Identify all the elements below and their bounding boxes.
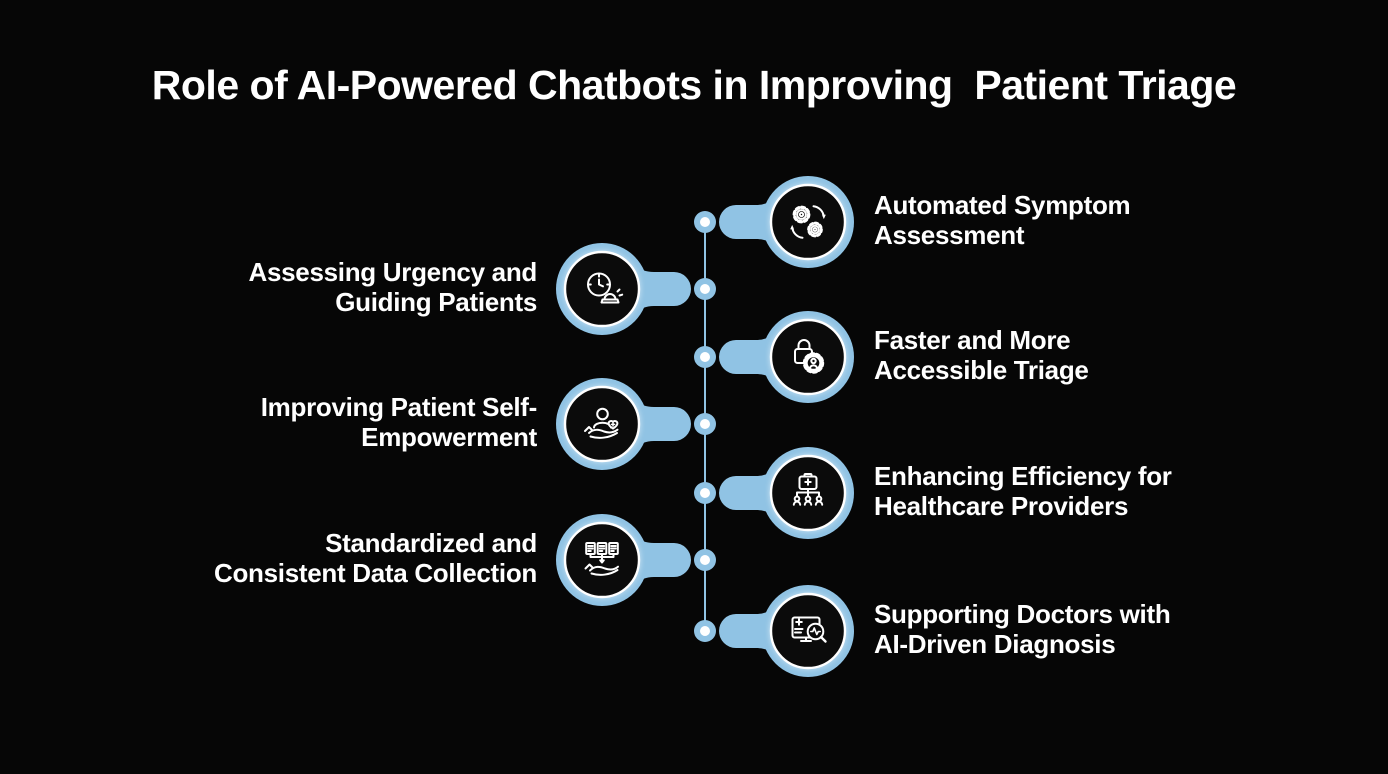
- timeline-node: [694, 413, 716, 435]
- icon-ring: [769, 183, 847, 261]
- badge-core: [769, 183, 847, 261]
- item-badge: [719, 447, 854, 539]
- item-label: Enhancing Efficiency for Healthcare Prov…: [874, 462, 1344, 521]
- item-label-line1: Enhancing Efficiency for: [874, 461, 1172, 492]
- item-label-line1: Standardized and: [325, 528, 537, 559]
- item-label-line2: Empowerment: [361, 421, 537, 452]
- badge-core: [769, 592, 847, 670]
- item-label-line2: Assessment: [874, 219, 1025, 250]
- item-label-line1: Assessing Urgency and: [248, 257, 538, 288]
- badge-core: [769, 454, 847, 532]
- badge-core: [769, 318, 847, 396]
- item-label-line1: Supporting Doctors with: [874, 599, 1171, 630]
- item-label-line1: Automated Symptom: [874, 190, 1131, 221]
- timeline-node: [694, 620, 716, 642]
- item-label-line2: Guiding Patients: [335, 286, 537, 317]
- item-label-line1: Improving Patient Self-: [260, 392, 538, 423]
- item-label: Supporting Doctors with AI-Driven Diagno…: [874, 600, 1344, 659]
- badge-core: [563, 385, 641, 463]
- item-badge: [556, 378, 691, 470]
- item-label-line2: AI-Driven Diagnosis: [874, 628, 1116, 659]
- item-label: Faster and More Accessible Triage: [874, 326, 1344, 385]
- item-label-line2: Consistent Data Collection: [213, 557, 537, 588]
- page-title: Role of AI-Powered Chatbots in Improving…: [151, 62, 1237, 108]
- item-label: Assessing Urgency and Guiding Patients: [67, 257, 538, 317]
- item-label: Improving Patient Self- Empowerment: [67, 392, 538, 452]
- item-label: Automated Symptom Assessment: [874, 191, 1344, 250]
- item-label: Standardized and Consistent Data Collect…: [67, 529, 537, 588]
- item-badge: [556, 243, 691, 335]
- timeline-node: [694, 346, 716, 368]
- icon-ring: [563, 250, 641, 328]
- badge-core: [563, 521, 641, 599]
- timeline-node: [694, 278, 716, 300]
- timeline-node: [694, 211, 716, 233]
- item-badge: [556, 514, 691, 606]
- item-badge: [719, 176, 854, 268]
- item-label-line2: Accessible Triage: [874, 354, 1089, 385]
- item-label-line1: Faster and More: [874, 325, 1071, 356]
- item-badge: [719, 585, 854, 677]
- timeline-node: [694, 549, 716, 571]
- item-badge: [719, 311, 854, 403]
- icon-ring: [563, 385, 641, 463]
- timeline-node: [694, 482, 716, 504]
- badge-core: [563, 250, 641, 328]
- item-label-line2: Healthcare Providers: [874, 490, 1129, 521]
